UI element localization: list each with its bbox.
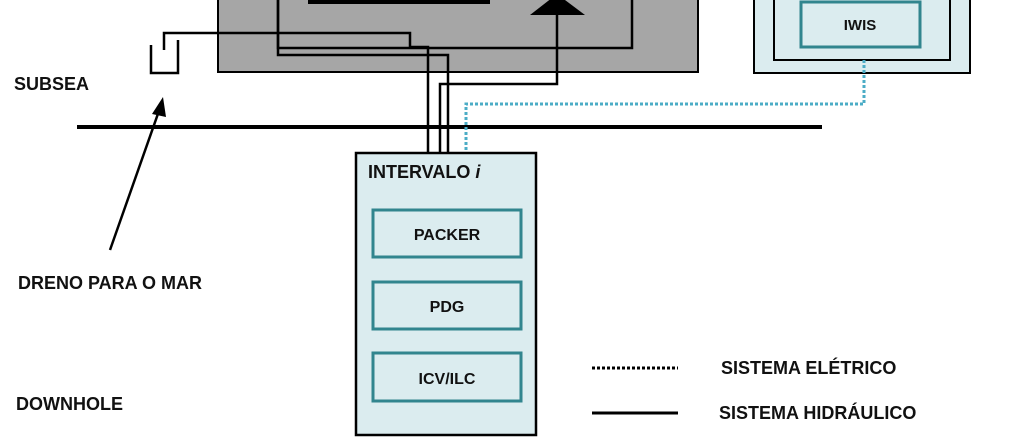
iwis-label: IWIS [844,17,877,34]
subsea-label: SUBSEA [14,74,89,94]
hydraulic-line-valve [438,10,559,154]
pdg-label: PDG [430,299,465,316]
packer-box [371,208,523,259]
hydraulic-line-to-drain [162,31,430,154]
iwis-box [799,0,922,49]
interval-title-text: INTERVALO [368,162,475,182]
interval-title: INTERVALO i [368,162,481,182]
downhole-label: DOWNHOLE [16,394,123,414]
subsea-inner-bar [308,0,490,4]
legend-electric-label: SISTEMA ELÉTRICO [721,357,896,378]
electric-line [464,60,866,154]
valve-triangle-icon [530,0,585,15]
packer-label: PACKER [414,227,481,244]
subsea-control-module [217,0,699,73]
arrow-head-icon [152,97,166,117]
pdg-box [371,280,523,331]
icv-label: ICV/ILC [419,371,476,388]
legend-hydraulic-label: SISTEMA HIDRÁULICO [719,402,916,423]
interval-index: i [475,162,481,182]
iwis-inner-frame [773,0,951,61]
drain-pointer-arrow [108,107,162,251]
drain-label: DRENO PARA O MAR [18,273,202,293]
icv-box [371,351,523,403]
hydraulic-line-frame [276,0,450,154]
drain-outlet [149,40,180,75]
